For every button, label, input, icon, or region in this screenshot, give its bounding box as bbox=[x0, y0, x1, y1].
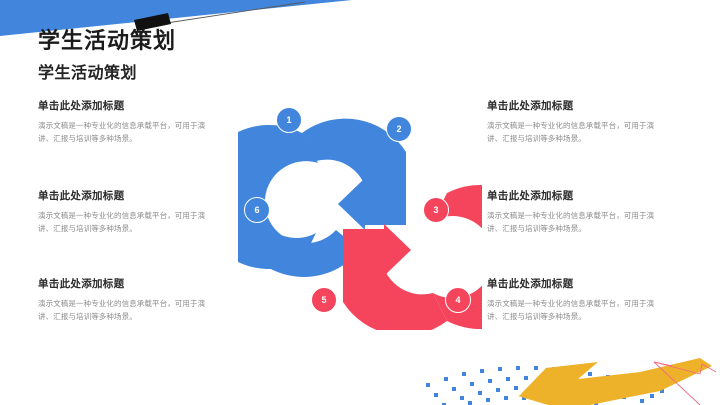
cycle-marker-6[interactable]: 6 bbox=[244, 197, 270, 223]
content-block-body: 演示文稿是一种专业化的信息承载平台，可用于演讲、汇报与培训等多种场景。 bbox=[487, 120, 655, 143]
content-block-body: 演示文稿是一种专业化的信息承载平台，可用于演讲、汇报与培训等多种场景。 bbox=[38, 210, 206, 233]
cycle-marker-3[interactable]: 3 bbox=[423, 197, 449, 223]
pink-outline-zigzag-leg2 bbox=[653, 361, 673, 367]
cycle-marker-label: 3 bbox=[433, 205, 439, 215]
content-block-title: 单击此处添加标题 bbox=[38, 100, 125, 112]
content-block-body: 演示文稿是一种专业化的信息承载平台，可用于演讲、汇报与培训等多种场景。 bbox=[38, 120, 206, 143]
content-block-title: 单击此处添加标题 bbox=[38, 278, 125, 290]
content-block-title: 单击此处添加标题 bbox=[487, 278, 574, 290]
cycle-marker-4[interactable]: 4 bbox=[445, 287, 471, 313]
cycle-diagram: 1 2 3 4 5 6 bbox=[197, 100, 552, 336]
content-block-body: 演示文稿是一种专业化的信息承载平台，可用于演讲、汇报与培训等多种场景。 bbox=[487, 210, 655, 233]
content-block-body: 演示文稿是一种专业化的信息承载平台，可用于演讲、汇报与培训等多种场景。 bbox=[38, 298, 206, 321]
cycle-marker-1[interactable]: 1 bbox=[276, 107, 302, 133]
cycle-marker-2[interactable]: 2 bbox=[386, 116, 412, 142]
cycle-marker-label: 6 bbox=[254, 205, 260, 215]
cycle-marker-label: 4 bbox=[455, 295, 461, 305]
content-block-title: 单击此处添加标题 bbox=[38, 190, 125, 202]
yellow-lightning-bolt-tail bbox=[520, 363, 592, 395]
content-block-middle-right[interactable]: 单击此处添加标题 演示文稿是一种专业化的信息承载平台，可用于演讲、汇报与培训等多… bbox=[487, 190, 669, 235]
slide-header: 学生活动策划 学生活动策划 bbox=[38, 28, 458, 84]
content-block-title: 单击此处添加标题 bbox=[487, 100, 574, 112]
content-block-top-right[interactable]: 单击此处添加标题 演示文稿是一种专业化的信息承载平台，可用于演讲、汇报与培训等多… bbox=[487, 100, 669, 145]
blue-dot-grid bbox=[426, 366, 664, 405]
content-block-title: 单击此处添加标题 bbox=[487, 190, 574, 202]
content-block-top-left[interactable]: 单击此处添加标题 演示文稿是一种专业化的信息承载平台，可用于演讲、汇报与培训等多… bbox=[38, 100, 220, 145]
pink-outline-zigzag bbox=[653, 361, 717, 375]
cycle-marker-5[interactable]: 5 bbox=[311, 287, 337, 313]
cycle-marker-label: 5 bbox=[321, 295, 327, 305]
yellow-lightning-bolt bbox=[518, 358, 712, 405]
page-subtitle: 学生活动策划 bbox=[38, 65, 138, 83]
content-block-middle-left[interactable]: 单击此处添加标题 演示文稿是一种专业化的信息承载平台，可用于演讲、汇报与培训等多… bbox=[38, 190, 220, 235]
page-title: 学生活动策划 bbox=[38, 28, 177, 53]
content-block-bottom-right[interactable]: 单击此处添加标题 演示文稿是一种专业化的信息承载平台，可用于演讲、汇报与培训等多… bbox=[487, 278, 669, 323]
content-block-body: 演示文稿是一种专业化的信息承载平台，可用于演讲、汇报与培训等多种场景。 bbox=[487, 298, 655, 321]
cycle-marker-label: 1 bbox=[286, 115, 292, 125]
pink-outline-zigzag-leg bbox=[653, 361, 701, 405]
content-block-bottom-left[interactable]: 单击此处添加标题 演示文稿是一种专业化的信息承载平台，可用于演讲、汇报与培训等多… bbox=[38, 278, 220, 323]
cycle-marker-label: 2 bbox=[396, 124, 402, 134]
thin-diagonal-line bbox=[159, 1, 306, 25]
